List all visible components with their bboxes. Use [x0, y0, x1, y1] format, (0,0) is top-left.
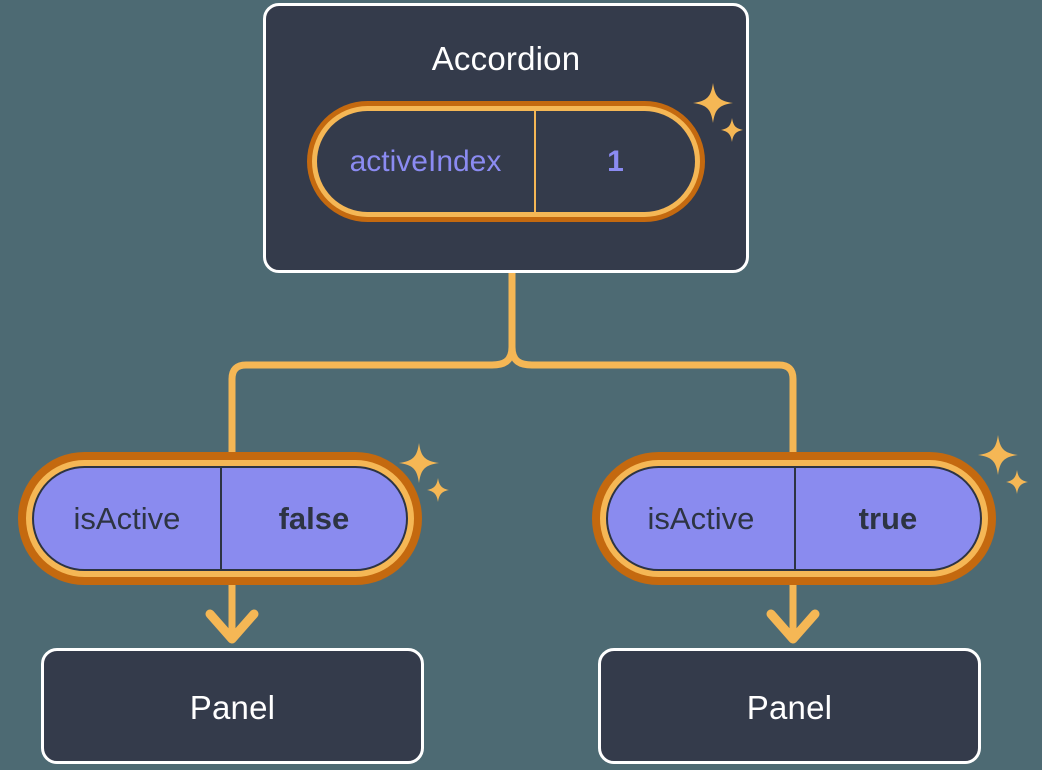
state-pill-isactive-left[interactable]: isActive false [18, 452, 422, 585]
panel-component-box-left[interactable]: Panel [41, 648, 424, 764]
state-pill-key: isActive [34, 468, 222, 569]
panel-component-box-right[interactable]: Panel [598, 648, 981, 764]
state-pill-key: activeIndex [317, 111, 536, 212]
arrow-down-icon-left [205, 578, 259, 644]
state-pill-core: isActive false [32, 466, 408, 571]
state-pill-value: true [858, 500, 918, 536]
state-pill-key: isActive [608, 468, 796, 569]
state-pill-inner-ring: isActive false [26, 460, 414, 577]
state-pill-core: activeIndex 1 [317, 111, 695, 212]
accordion-title: Accordion [431, 40, 581, 77]
state-pill-value: false [278, 500, 350, 536]
state-pill-core: isActive true [606, 466, 982, 571]
state-pill-inner-ring: activeIndex 1 [312, 106, 700, 217]
panel-title: Panel [189, 689, 276, 726]
state-pill-activeindex[interactable]: activeIndex 1 [307, 101, 705, 222]
connector-branch-left [228, 343, 516, 472]
panel-title: Panel [746, 689, 833, 726]
state-pill-inner-ring: isActive true [600, 460, 988, 577]
state-pill-value: 1 [607, 144, 624, 178]
connector-branch-right [508, 343, 797, 472]
state-pill-isactive-right[interactable]: isActive true [592, 452, 996, 585]
arrow-down-icon-right [766, 578, 820, 644]
